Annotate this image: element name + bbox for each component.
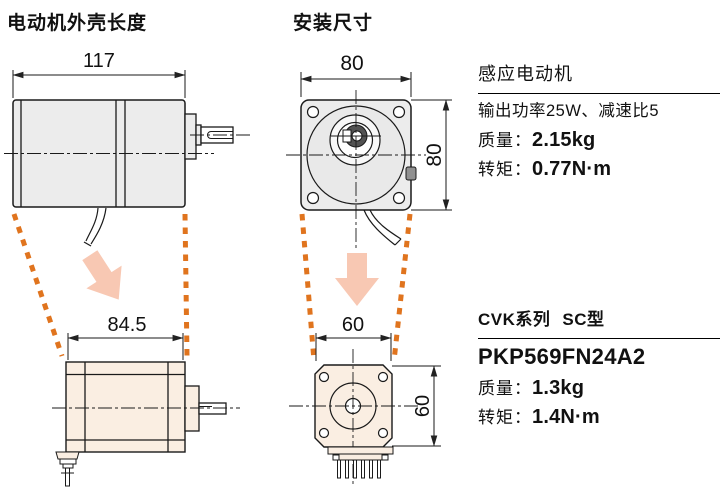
connector-base	[327, 446, 394, 455]
stepper-motor-front-drawing	[289, 333, 441, 484]
spec-divider	[478, 338, 720, 339]
dimension-label-84-5: 84.5	[108, 314, 147, 336]
torque-label: 转矩：	[478, 408, 532, 427]
projection-dashed-line	[391, 213, 413, 362]
output-shaft	[198, 402, 227, 415]
mass-label: 质量：	[478, 379, 532, 398]
projection-dashed-line	[11, 213, 65, 357]
induction-motor-side-drawing	[4, 70, 253, 247]
connector-step	[62, 463, 74, 469]
mass-label: 质量：	[478, 131, 532, 150]
lead-wire	[363, 209, 396, 246]
pilot-boss	[184, 385, 200, 432]
lead-wire	[369, 209, 402, 240]
mounting-hole	[377, 371, 389, 383]
mounting-hole	[392, 105, 406, 119]
mounting-hole	[377, 427, 389, 439]
gearhead-boss	[184, 113, 197, 160]
stepper-motor-spec-block: CVK系列 SC型 PKP569FN24A2 质量： 1.3kg 转矩： 1.4N…	[478, 305, 720, 429]
torque-label: 转矩：	[478, 160, 532, 179]
section-title-mounting-size: 安装尺寸	[293, 13, 374, 34]
induction-motor-front-drawing	[286, 72, 452, 250]
motor-body	[65, 361, 186, 453]
connector-step	[59, 458, 77, 465]
terminal-tab	[405, 166, 417, 181]
lead-wire-tip	[83, 241, 92, 247]
torque-value: 0.77N·m	[532, 158, 612, 180]
section-title-housing-length: 电动机外壳长度	[7, 13, 148, 34]
connector-nub	[381, 454, 389, 461]
stepper-heading: CVK系列 SC型	[478, 305, 720, 330]
spec-divider	[478, 93, 720, 94]
lead-wire-tip	[394, 238, 402, 246]
lead-wire	[90, 207, 107, 245]
stepper-type: SC型	[562, 310, 605, 329]
projection-dashed-line	[299, 213, 317, 362]
dimension-label-60-height: 60	[412, 395, 434, 417]
dimension-label-80-height: 80	[423, 143, 446, 166]
connector-pin	[65, 467, 70, 487]
induction-motor-spec-block: 感应电动机 输出功率25W、减速比5 质量： 2.15kg 转矩： 0.77N·…	[478, 62, 720, 181]
connector-housing	[55, 451, 80, 460]
mounting-hole	[306, 191, 320, 205]
mass-value: 2.15kg	[532, 129, 596, 151]
stepper-torque-row: 转矩： 1.4N·m	[478, 403, 720, 429]
induction-torque-row: 转矩： 0.77N·m	[478, 155, 720, 181]
dimension-label-117: 117	[83, 50, 115, 72]
mounting-hole	[318, 371, 330, 383]
stepper-model-number: PKP569FN24A2	[478, 344, 646, 369]
stepper-series: CVK系列	[478, 310, 551, 329]
induction-description: 输出功率25W、减速比5	[478, 102, 660, 120]
induction-heading: 感应电动机	[478, 64, 573, 84]
lead-wire	[85, 207, 99, 242]
mounting-hole	[392, 191, 406, 205]
size-reduction-arrow-icon	[335, 253, 379, 306]
size-reduction-arrow-icon	[82, 250, 122, 300]
connector-pins	[337, 459, 381, 479]
dimension-label-60-width: 60	[342, 314, 364, 336]
dimension-label-80-width: 80	[340, 52, 363, 75]
mounting-hole	[318, 427, 330, 439]
mass-value: 1.3kg	[532, 377, 585, 399]
induction-mass-row: 质量： 2.15kg	[478, 126, 720, 152]
stepper-mass-row: 质量： 1.3kg	[478, 374, 720, 400]
mounting-hole	[306, 105, 320, 119]
projection-dashed-line	[182, 213, 190, 357]
torque-value: 1.4N·m	[532, 406, 600, 428]
connector-housing	[332, 453, 389, 461]
stepper-motor-side-drawing	[52, 333, 240, 487]
connector-nub	[332, 454, 340, 461]
